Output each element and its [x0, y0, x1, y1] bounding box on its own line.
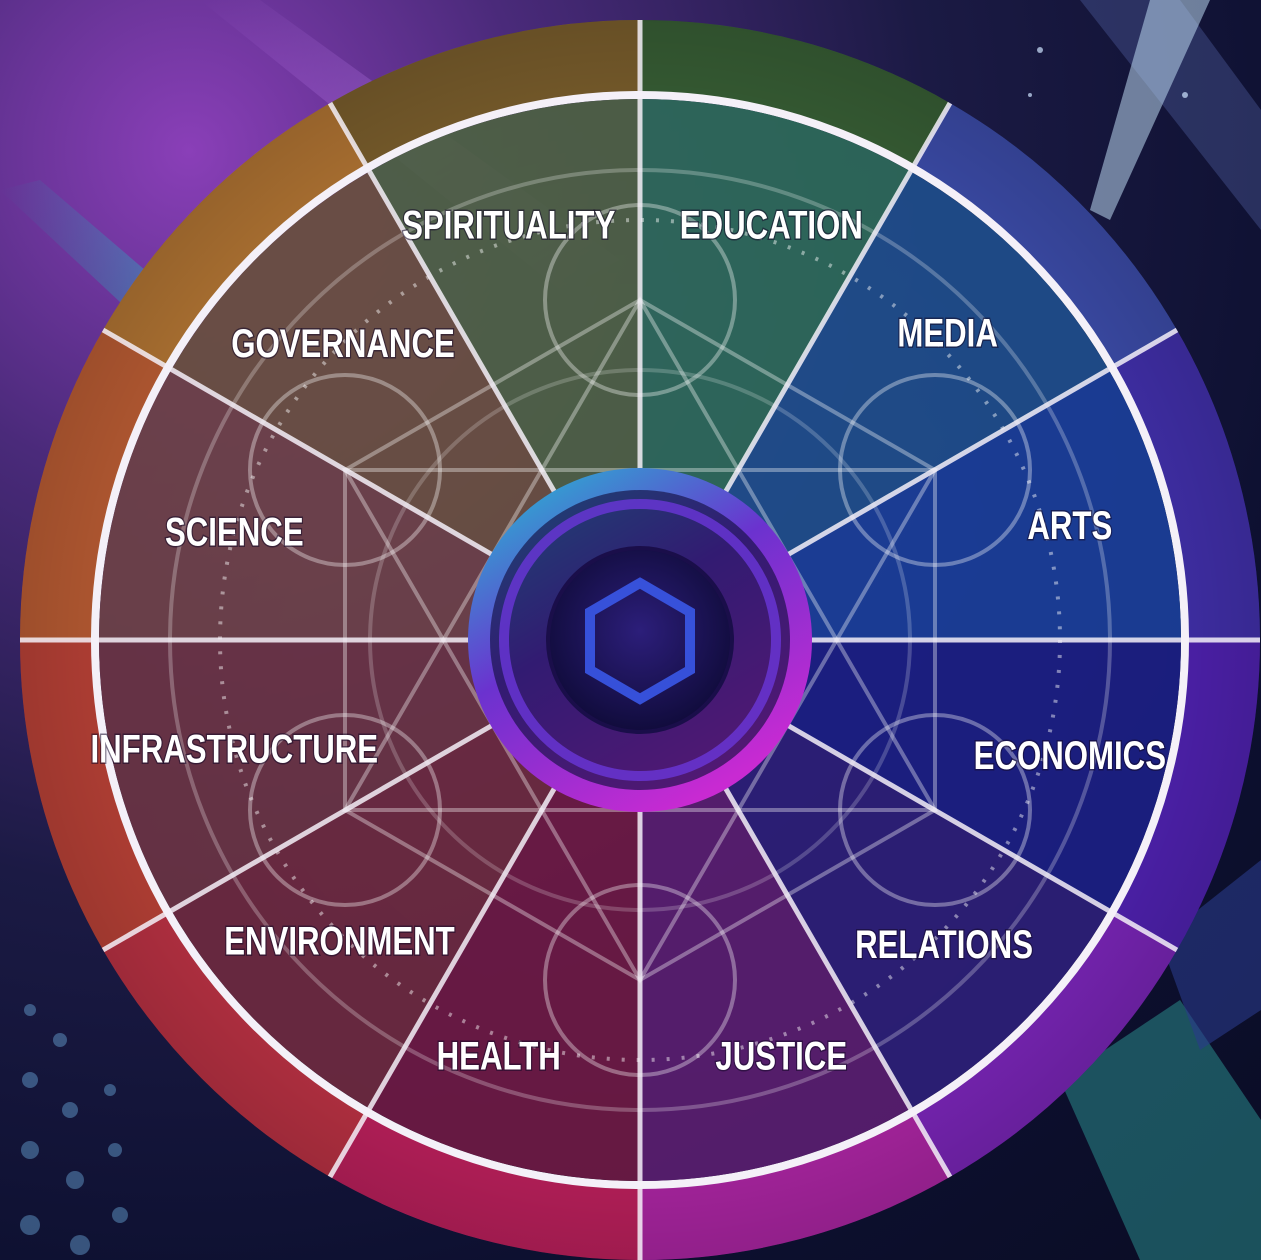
sector-divider — [327, 101, 563, 503]
inner-sector[interactable] — [171, 720, 560, 1109]
sector-divider — [777, 717, 1179, 953]
star-sparkles — [1028, 47, 1188, 98]
segment-label-environment: ENVIRONMENT — [224, 919, 455, 964]
segment-label-governance: GOVERNANCE — [231, 321, 455, 366]
segment-label-science: SCIENCE — [165, 510, 304, 555]
inner-sector[interactable] — [171, 171, 560, 560]
sector-divider — [717, 777, 953, 1179]
segment-label-justice: JUSTICE — [715, 1034, 847, 1079]
light-beam — [1090, 0, 1210, 220]
center-hub — [468, 468, 812, 812]
segment-label-economics: ECONOMICS — [974, 733, 1166, 778]
inner-sector[interactable] — [99, 369, 502, 641]
segment-label-relations: RELATIONS — [855, 922, 1033, 967]
inner-sector[interactable] — [720, 720, 1109, 1109]
dot-pattern — [20, 1004, 128, 1255]
light-beam — [1060, 1000, 1261, 1260]
segment-label-spirituality: SPIRITUALITY — [402, 203, 615, 248]
segment-label-arts: ARTS — [1027, 503, 1112, 548]
hexagon-icon — [585, 577, 695, 705]
sector-divider — [327, 777, 563, 1179]
segment-label-health: HEALTH — [437, 1034, 561, 1079]
sector-divider — [777, 327, 1179, 563]
inner-sector[interactable] — [778, 640, 1181, 911]
inner-sector[interactable] — [99, 640, 502, 911]
segment-labels: EDUCATION MEDIA ARTS ECONOMICS RELATIONS JUST… — [89, 202, 1167, 1080]
sector-divider — [101, 717, 503, 953]
segment-label-media: MEDIA — [897, 311, 998, 356]
inner-sectors — [99, 99, 1181, 1181]
inner-sector[interactable] — [778, 369, 1181, 641]
segment-label-education: EDUCATION — [680, 203, 863, 248]
inner-sector[interactable] — [640, 778, 911, 1181]
sector-divider — [717, 101, 953, 503]
light-beam — [1160, 860, 1261, 1050]
sector-dividers — [20, 20, 1260, 1260]
inner-sector[interactable] — [369, 778, 641, 1181]
inner-sector[interactable] — [720, 171, 1109, 560]
light-beam — [1080, 0, 1261, 230]
inner-sector[interactable] — [369, 99, 641, 502]
sector-divider — [101, 327, 503, 563]
segment-label-infrastructure: INFRASTRUCTURE — [90, 727, 378, 772]
inner-sector[interactable] — [640, 99, 911, 502]
